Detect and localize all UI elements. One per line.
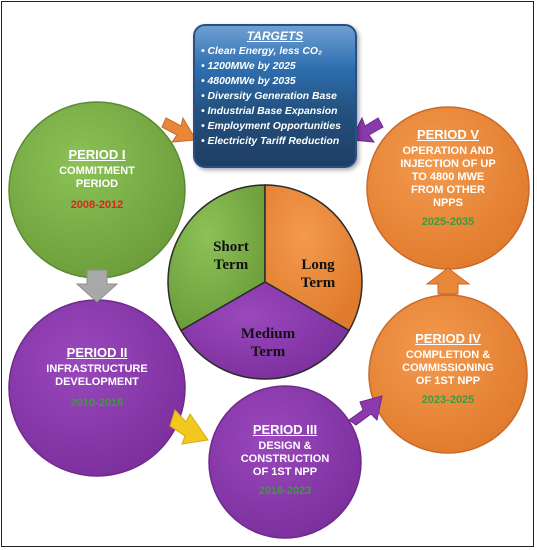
period-4-text: PERIOD IV COMPLETION & COMMISSIONING OF …: [394, 332, 502, 407]
arrow-targets-to-period-1: [161, 116, 197, 143]
period-2-desc-line: INFRASTRUCTURE: [46, 363, 148, 375]
period-5-desc-line: INJECTION OF UP: [400, 158, 496, 170]
period-4-desc-line: OF 1ST NPP: [415, 375, 481, 387]
period-3-desc-line: OF 1ST NPP: [252, 466, 318, 478]
period-1-years: 2008-2012: [70, 199, 124, 211]
period-5-desc-line: TO 4800 MWE: [411, 171, 485, 183]
arrow-period-2-to-period-3: [169, 409, 209, 445]
target-item: • Employment Opportunities: [201, 121, 341, 132]
period-1-title: PERIOD I: [68, 147, 126, 162]
period-5-title: PERIOD V: [416, 127, 480, 142]
period-3-desc-line: DESIGN &: [258, 440, 312, 452]
short-term-label: Short Term: [213, 239, 249, 273]
period-4-years: 2023-2025: [421, 394, 475, 406]
medium-term-label: Medium Term: [240, 326, 296, 360]
period-5-text: PERIOD V OPERATION AND INJECTION OF UP T…: [392, 128, 504, 229]
target-item: • Clean Energy, less CO₂: [201, 46, 322, 57]
arrow-targets-to-period-5: [350, 116, 384, 143]
period-5-years: 2025-2035: [421, 216, 475, 228]
targets-title: TARGETS: [246, 29, 304, 43]
period-1-desc-line: PERIOD: [75, 178, 119, 190]
period-1-text: PERIOD I COMMITMENT PERIOD 2008-2012: [40, 148, 154, 212]
period-2-years: 2010-2018: [70, 397, 124, 409]
medium-term-segment: [179, 281, 351, 380]
period-3-title: PERIOD III: [252, 422, 318, 437]
period-2-title: PERIOD II: [66, 345, 128, 360]
period-3-desc-line: CONSTRUCTION: [240, 453, 330, 465]
target-item: • 1200MWe by 2025: [201, 61, 296, 72]
period-4-desc-line: COMPLETION &: [405, 349, 491, 361]
period-5-desc-line: OPERATION AND: [402, 145, 494, 157]
period-5-desc-line: FROM OTHER: [411, 184, 485, 196]
long-term-segment: [264, 184, 363, 332]
period-4-desc-line: COMMISSIONING: [402, 362, 494, 374]
arrow-period-1-to-period-2: [75, 269, 119, 303]
period-3-text: PERIOD III DESIGN & CONSTRUCTION OF 1ST …: [232, 423, 338, 498]
target-item: • Industrial Base Expansion: [201, 106, 338, 117]
target-item: • Electricity Tariff Reduction: [201, 136, 340, 147]
long-term-label: Long Term: [300, 257, 336, 291]
period-5-desc-line: NPPS: [433, 197, 463, 209]
arrow-period-4-to-period-5: [425, 267, 471, 295]
period-2-text: PERIOD II INFRASTRUCTURE DEVELOPMENT 201…: [38, 346, 156, 410]
period-3-years: 2018-2023: [258, 485, 312, 497]
short-term-segment: [167, 184, 266, 332]
target-item: • Diversity Generation Base: [201, 91, 337, 102]
period-1-desc-line: COMMITMENT: [59, 165, 135, 177]
targets-list: • Clean Energy, less CO₂ • 1200MWe by 20…: [195, 44, 355, 149]
target-item: • 4800MWe by 2035: [201, 76, 296, 87]
period-4-circle: [368, 294, 528, 454]
period-3-circle: [208, 385, 362, 539]
targets-box: TARGETS • Clean Energy, less CO₂ • 1200M…: [193, 24, 357, 168]
period-2-desc-line: DEVELOPMENT: [55, 376, 139, 388]
arrow-period-3-to-period-4: [348, 395, 383, 426]
period-4-title: PERIOD IV: [415, 331, 481, 346]
